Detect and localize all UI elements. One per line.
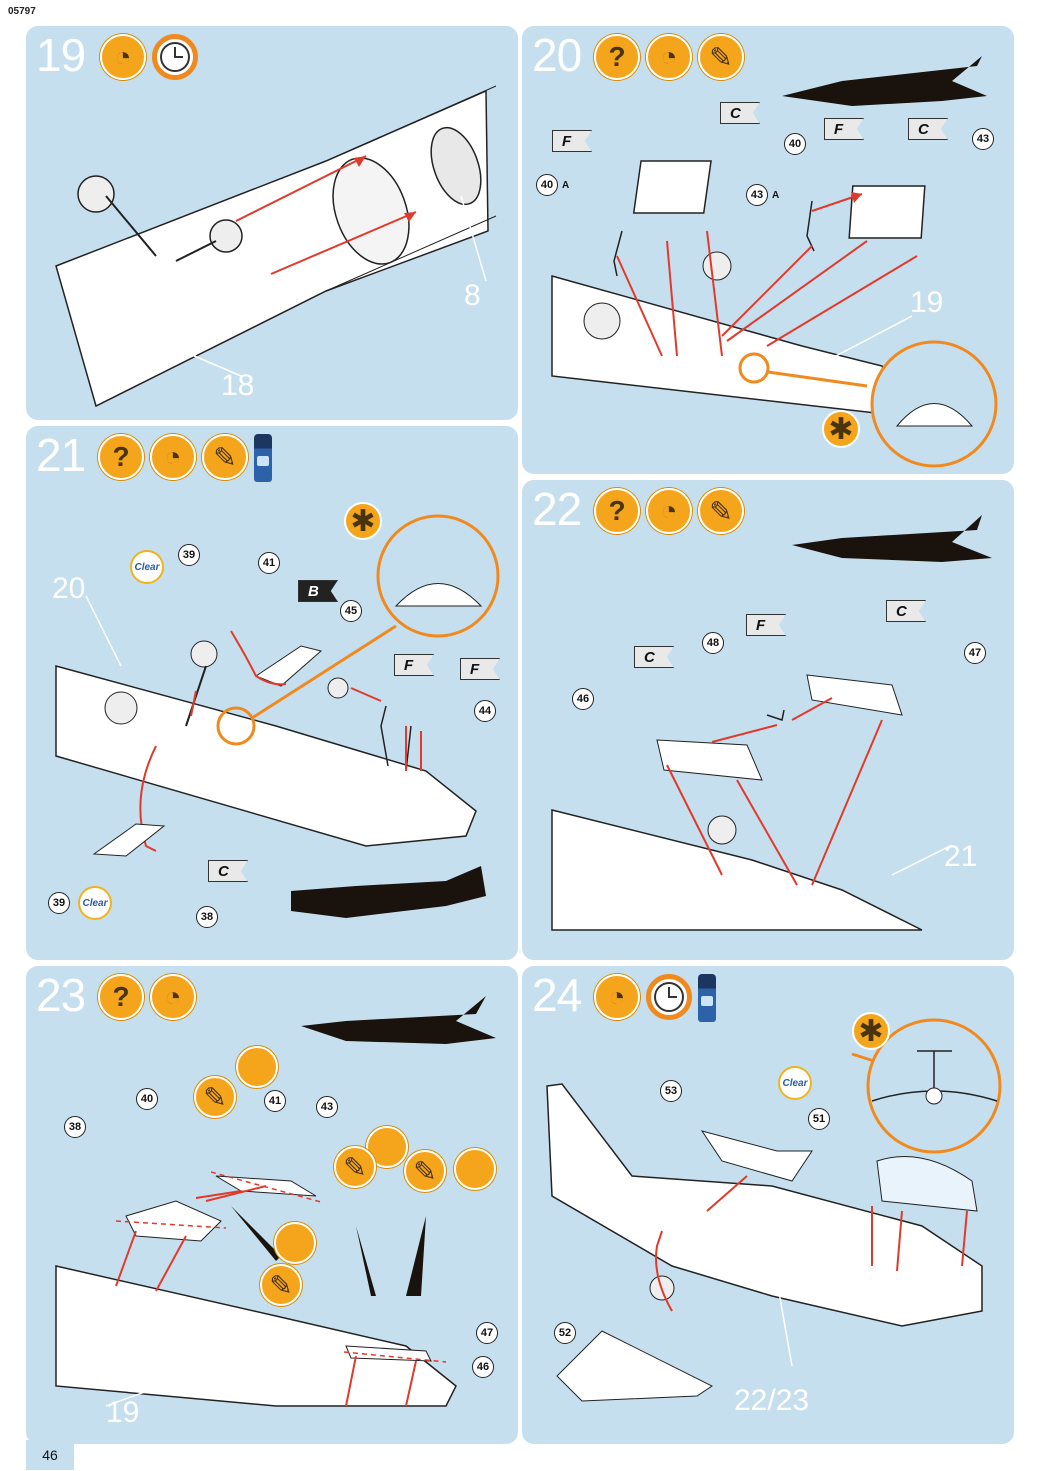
step-21-panel: 21 ? ◔ ✎ 20 Clear 39 41 B 45 F F 44 C 39… <box>26 426 518 960</box>
help-icon: ? <box>98 434 144 480</box>
part-suffix: A <box>772 190 780 201</box>
step-20-panel: 20 ? ◔ ✎ 40 A 40 43 A 43 F C F C 19 ✱ <box>522 26 1014 474</box>
part-callout-40a: 40 <box>536 174 558 196</box>
step-23-illustration <box>55 996 496 1407</box>
step-24-illustration <box>546 1018 1002 1402</box>
step-number: 19 <box>36 29 86 81</box>
part-callout-46: 46 <box>572 688 594 710</box>
paint-icon: ✎ <box>404 1150 446 1192</box>
step-22-icons: ? ◔ ✎ <box>594 488 744 534</box>
detail-star-icon: ✱ <box>822 410 860 448</box>
part-callout-41: 41 <box>258 552 280 574</box>
part-callout-46: 46 <box>472 1356 494 1378</box>
step-21-icons: ? ◔ ✎ <box>98 434 272 482</box>
detail-star-icon: ✱ <box>852 1012 890 1050</box>
step-24-panel: 24 ◔ ✱ Clear 53 51 52 22/23 <box>522 966 1014 1444</box>
flip-part-icon <box>274 1222 316 1264</box>
part-ref-8: 8 <box>464 279 481 312</box>
part-callout-43: 43 <box>972 128 994 150</box>
part-ref-19: 19 <box>910 286 944 319</box>
part-suffix: A <box>562 180 570 191</box>
part-callout-38: 38 <box>196 906 218 928</box>
step-21-illustration <box>55 514 500 918</box>
step-23-panel: 23 ? ◔ 40 41 43 38 47 46 ✎ ✎ ✎ ✎ 19 <box>26 966 518 1444</box>
step-19-illustration <box>55 85 497 408</box>
step-22-panel: 22 ? ◔ ✎ F 48 C 47 C 46 21 <box>522 480 1014 960</box>
step-24-icons: ◔ <box>594 974 716 1022</box>
step-number: 20 <box>532 29 582 81</box>
part-callout-52: 52 <box>554 1322 576 1344</box>
part-callout-39: 39 <box>178 544 200 566</box>
paint-icon: ✎ <box>202 434 248 480</box>
glue-icon: ◔ <box>100 34 146 80</box>
detail-star-icon: ✱ <box>344 502 382 540</box>
flip-part-icon <box>236 1046 278 1088</box>
clock-icon <box>646 974 692 1020</box>
part-callout-38: 38 <box>64 1116 86 1138</box>
step-number: 23 <box>36 969 86 1021</box>
part-callout-47: 47 <box>964 642 986 664</box>
glue-icon: ◔ <box>594 974 640 1020</box>
paint-icon: ✎ <box>334 1146 376 1188</box>
clear-badge: Clear <box>78 886 112 920</box>
part-callout-51: 51 <box>808 1108 830 1130</box>
page-number: 46 <box>26 1440 74 1470</box>
step-number: 24 <box>532 969 582 1021</box>
decal-flag-b: B <box>298 580 338 602</box>
part-ref-20: 20 <box>52 572 86 605</box>
step-number: 22 <box>532 483 582 535</box>
part-callout-43: 43 <box>316 1096 338 1118</box>
part-callout-40: 40 <box>784 133 806 155</box>
step-19-panel: 19 ◔ 8 18 <box>26 26 518 420</box>
step-number: 21 <box>36 429 86 481</box>
help-icon: ? <box>594 34 640 80</box>
part-callout-44: 44 <box>474 700 496 722</box>
clear-bottle-icon <box>254 434 272 482</box>
step-20-icons: ? ◔ ✎ <box>594 34 744 80</box>
clear-bottle-icon <box>698 974 716 1022</box>
help-icon: ? <box>594 488 640 534</box>
part-callout-53: 53 <box>660 1080 682 1102</box>
part-ref-19: 19 <box>106 1396 140 1429</box>
flip-part-icon <box>454 1148 496 1190</box>
glue-icon: ◔ <box>150 974 196 1020</box>
step-23-icons: ? ◔ <box>98 974 196 1020</box>
glue-icon: ◔ <box>646 488 692 534</box>
part-callout-43a: 43 <box>746 184 768 206</box>
help-icon: ? <box>98 974 144 1020</box>
part-ref-18: 18 <box>221 369 255 402</box>
part-callout-40: 40 <box>136 1088 158 1110</box>
glue-icon: ◔ <box>646 34 692 80</box>
clock-icon <box>152 34 198 80</box>
paint-icon: ✎ <box>194 1076 236 1118</box>
part-ref-21: 21 <box>944 840 978 873</box>
clear-badge: Clear <box>130 550 164 584</box>
doc-number: 05797 <box>8 6 36 17</box>
clear-badge: Clear <box>778 1066 812 1100</box>
paint-icon: ✎ <box>698 488 744 534</box>
paint-icon: ✎ <box>698 34 744 80</box>
part-callout-41: 41 <box>264 1090 286 1112</box>
part-callout-48: 48 <box>702 632 724 654</box>
decal-flag-f: F <box>460 658 500 680</box>
part-ref-22-23: 22/23 <box>734 1384 810 1417</box>
part-callout-39: 39 <box>48 892 70 914</box>
step-20-illustration <box>551 56 998 468</box>
step-22-illustration <box>551 515 992 931</box>
part-callout-45: 45 <box>340 600 362 622</box>
step-19-icons: ◔ <box>100 34 198 80</box>
part-callout-47: 47 <box>476 1322 498 1344</box>
glue-icon: ◔ <box>150 434 196 480</box>
paint-icon: ✎ <box>260 1264 302 1306</box>
